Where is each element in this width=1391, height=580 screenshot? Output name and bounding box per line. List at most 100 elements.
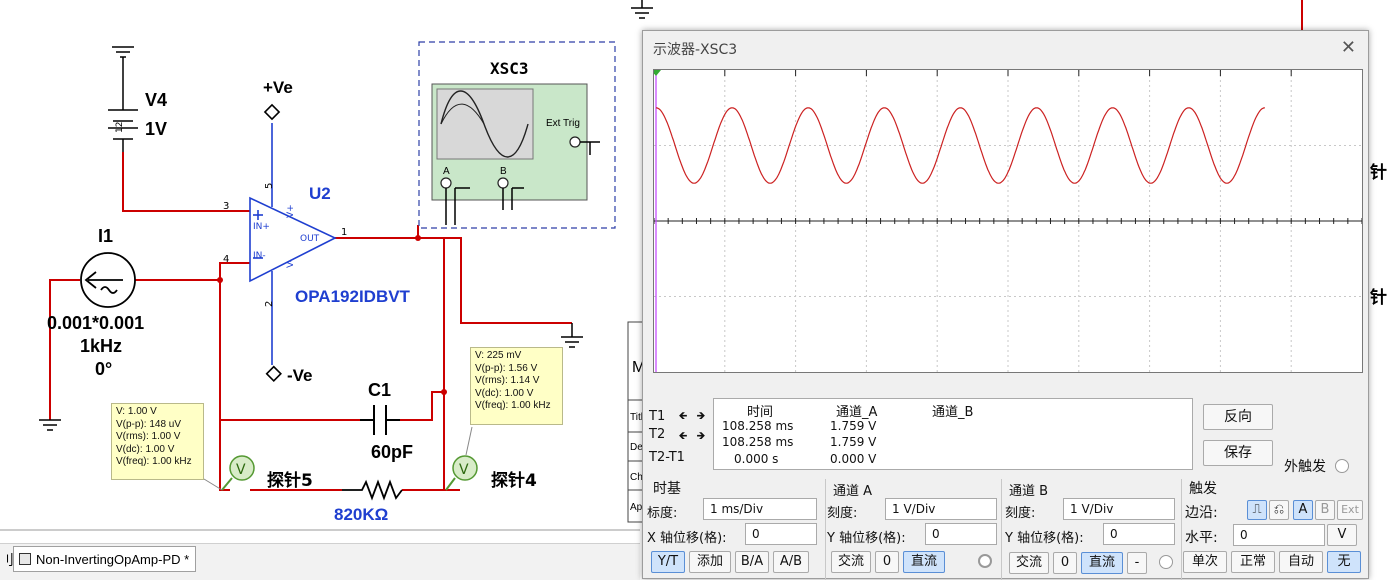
title-block-ch: Ch bbox=[630, 472, 643, 483]
pin-3: 3 bbox=[223, 201, 229, 212]
trigger-source-a-button[interactable]: A bbox=[1293, 500, 1313, 520]
pin-name-out: OUT bbox=[300, 234, 320, 244]
channel-leads bbox=[445, 187, 524, 225]
t2t1-time: 0.000 s bbox=[734, 452, 779, 466]
channel-a-scale-label: 刻度: bbox=[827, 506, 858, 521]
normal-button[interactable]: 正常 bbox=[1231, 551, 1275, 573]
channel-a-dc-button[interactable]: 直流 bbox=[903, 551, 945, 573]
probe5-vpp: V(p-p): 148 uV bbox=[116, 418, 182, 430]
resistor[interactable] bbox=[342, 479, 403, 501]
channel-b-dc-button[interactable]: 直流 bbox=[1081, 552, 1123, 574]
source-amp: 0.001*0.001 bbox=[47, 313, 144, 333]
channel-a-trace bbox=[655, 107, 1265, 184]
wires bbox=[49, 152, 572, 491]
title-block-m: M bbox=[632, 359, 645, 376]
probe5-leader bbox=[203, 478, 223, 491]
save-button[interactable]: 保存 bbox=[1203, 440, 1273, 466]
channel-b-radio[interactable] bbox=[1159, 555, 1173, 569]
probe4-vpp: V(p-p): 1.56 V bbox=[475, 362, 538, 374]
yt-button[interactable]: Y/T bbox=[651, 551, 685, 573]
probe5-vrms: V(rms): 1.00 V bbox=[116, 431, 181, 443]
auto-button[interactable]: 自动 bbox=[1279, 551, 1323, 573]
x-offset-field[interactable]: 0 bbox=[745, 523, 817, 545]
header-channel-b: 通道_B bbox=[932, 405, 974, 420]
capacitor-c1[interactable] bbox=[360, 405, 400, 435]
scope-screen-plot bbox=[651, 70, 1363, 372]
t2-channel-a: 1.759 V bbox=[830, 435, 877, 449]
channel-b-zero-button[interactable]: 0 bbox=[1053, 552, 1077, 574]
trigger-level-unit[interactable]: V bbox=[1327, 524, 1357, 546]
falling-edge-icon[interactable]: ⎌ bbox=[1269, 500, 1289, 520]
single-button[interactable]: 单次 bbox=[1183, 551, 1227, 573]
t1-time: 108.258 ms bbox=[722, 419, 794, 433]
ext-trigger-radio[interactable] bbox=[1335, 459, 1349, 473]
t1-left-arrow-icon[interactable]: 🡸 bbox=[678, 409, 688, 422]
ext-trig-terminal[interactable] bbox=[569, 136, 581, 148]
t1-right-arrow-icon[interactable]: 🡺 bbox=[696, 409, 706, 422]
pin-2: 2 bbox=[264, 301, 275, 307]
ab-button[interactable]: A/B bbox=[773, 551, 809, 573]
junction-dot bbox=[217, 277, 223, 283]
current-source-i1[interactable] bbox=[80, 252, 136, 308]
probe5-icon[interactable]: V bbox=[221, 455, 255, 491]
cut-label-1: 针 bbox=[1370, 162, 1387, 183]
channel-a-terminal[interactable] bbox=[440, 177, 452, 189]
x-offset-label: X 轴位移(格): bbox=[647, 531, 727, 546]
trigger-source-b-button[interactable]: B bbox=[1315, 500, 1335, 520]
timebase-scale-label: 标度: bbox=[647, 506, 678, 521]
channel-a-radio[interactable] bbox=[978, 554, 992, 568]
schematic-file-icon bbox=[19, 553, 31, 565]
reverse-button[interactable]: 反向 bbox=[1203, 404, 1273, 430]
channel-b-scale-field[interactable]: 1 V/Div bbox=[1063, 498, 1175, 520]
rising-edge-icon[interactable]: ⎍ bbox=[1247, 500, 1267, 520]
opamp-u2[interactable] bbox=[249, 103, 337, 382]
t2-right-arrow-icon[interactable]: 🡺 bbox=[696, 429, 706, 442]
t2t1-label: T2-T1 bbox=[649, 450, 685, 465]
trigger-level-field[interactable]: 0 bbox=[1233, 524, 1325, 546]
scope-block-screen bbox=[436, 88, 534, 160]
add-button[interactable]: 添加 bbox=[689, 551, 731, 573]
battery-pin-text: 12 bbox=[115, 122, 125, 133]
channel-a-scale-field[interactable]: 1 V/Div bbox=[885, 498, 997, 520]
channel-b-ac-button[interactable]: 交流 bbox=[1009, 552, 1049, 574]
t2-label: T2 bbox=[649, 427, 666, 442]
channel-b-title: 通道 B bbox=[1009, 484, 1049, 499]
resistor-value: 820KΩ bbox=[334, 505, 388, 524]
channel-b-terminal[interactable] bbox=[497, 177, 509, 189]
tab-left-cut: 刂 bbox=[0, 553, 14, 569]
channel-b-offset-field[interactable]: 0 bbox=[1103, 523, 1175, 545]
capacitor-name: C1 bbox=[368, 380, 391, 400]
header-channel-a: 通道_A bbox=[836, 405, 878, 420]
vcc-label: +Ve bbox=[263, 78, 293, 97]
t2-left-arrow-icon[interactable]: 🡸 bbox=[678, 429, 688, 442]
channel-b-offset-label: Y 轴位移(格): bbox=[1005, 531, 1084, 546]
probe4-icon[interactable]: V bbox=[445, 426, 478, 491]
ext-trigger-label: 外触发 bbox=[1284, 459, 1326, 475]
oscilloscope-window[interactable]: 示波器-XSC3 ✕ T1 T2 T2-T1 🡸 🡺 🡸 🡺 时间 通道_A 通… bbox=[642, 30, 1369, 580]
channel-b-minus-button[interactable]: - bbox=[1127, 552, 1147, 574]
close-icon[interactable]: ✕ bbox=[1340, 37, 1356, 58]
cursor-marker-icon bbox=[651, 70, 661, 76]
ground-symbol-left bbox=[39, 419, 61, 431]
channel-a-title: 通道 A bbox=[833, 484, 873, 499]
battery-v4[interactable] bbox=[108, 46, 138, 152]
scope-block-outline[interactable] bbox=[418, 41, 616, 229]
scope-screen[interactable] bbox=[651, 69, 1363, 373]
none-button[interactable]: 无 bbox=[1327, 551, 1361, 573]
trigger-source-ext-button[interactable]: Ext bbox=[1337, 500, 1363, 520]
tab-document[interactable]: Non-InvertingOpAmp-PD * bbox=[13, 546, 197, 572]
channel-a-offset-field[interactable]: 0 bbox=[925, 523, 997, 545]
channel-a-zero-button[interactable]: 0 bbox=[875, 551, 899, 573]
battery-value: 1V bbox=[145, 119, 167, 139]
channel-a-ac-button[interactable]: 交流 bbox=[831, 551, 871, 573]
timebase-scale-field[interactable]: 1 ms/Div bbox=[703, 498, 817, 520]
document-tab-bar: 刂 Non-InvertingOpAmp-PD * bbox=[0, 543, 640, 580]
title-block-titl: Titl bbox=[630, 412, 643, 423]
opamp-ref: U2 bbox=[309, 184, 331, 203]
timebase-title: 时基 bbox=[653, 481, 681, 497]
ba-button[interactable]: B/A bbox=[735, 551, 769, 573]
probe4-vfreq: V(freq): 1.00 kHz bbox=[475, 400, 551, 412]
t1-channel-a: 1.759 V bbox=[830, 419, 877, 433]
channel-a-offset-label: Y 轴位移(格): bbox=[827, 531, 906, 546]
